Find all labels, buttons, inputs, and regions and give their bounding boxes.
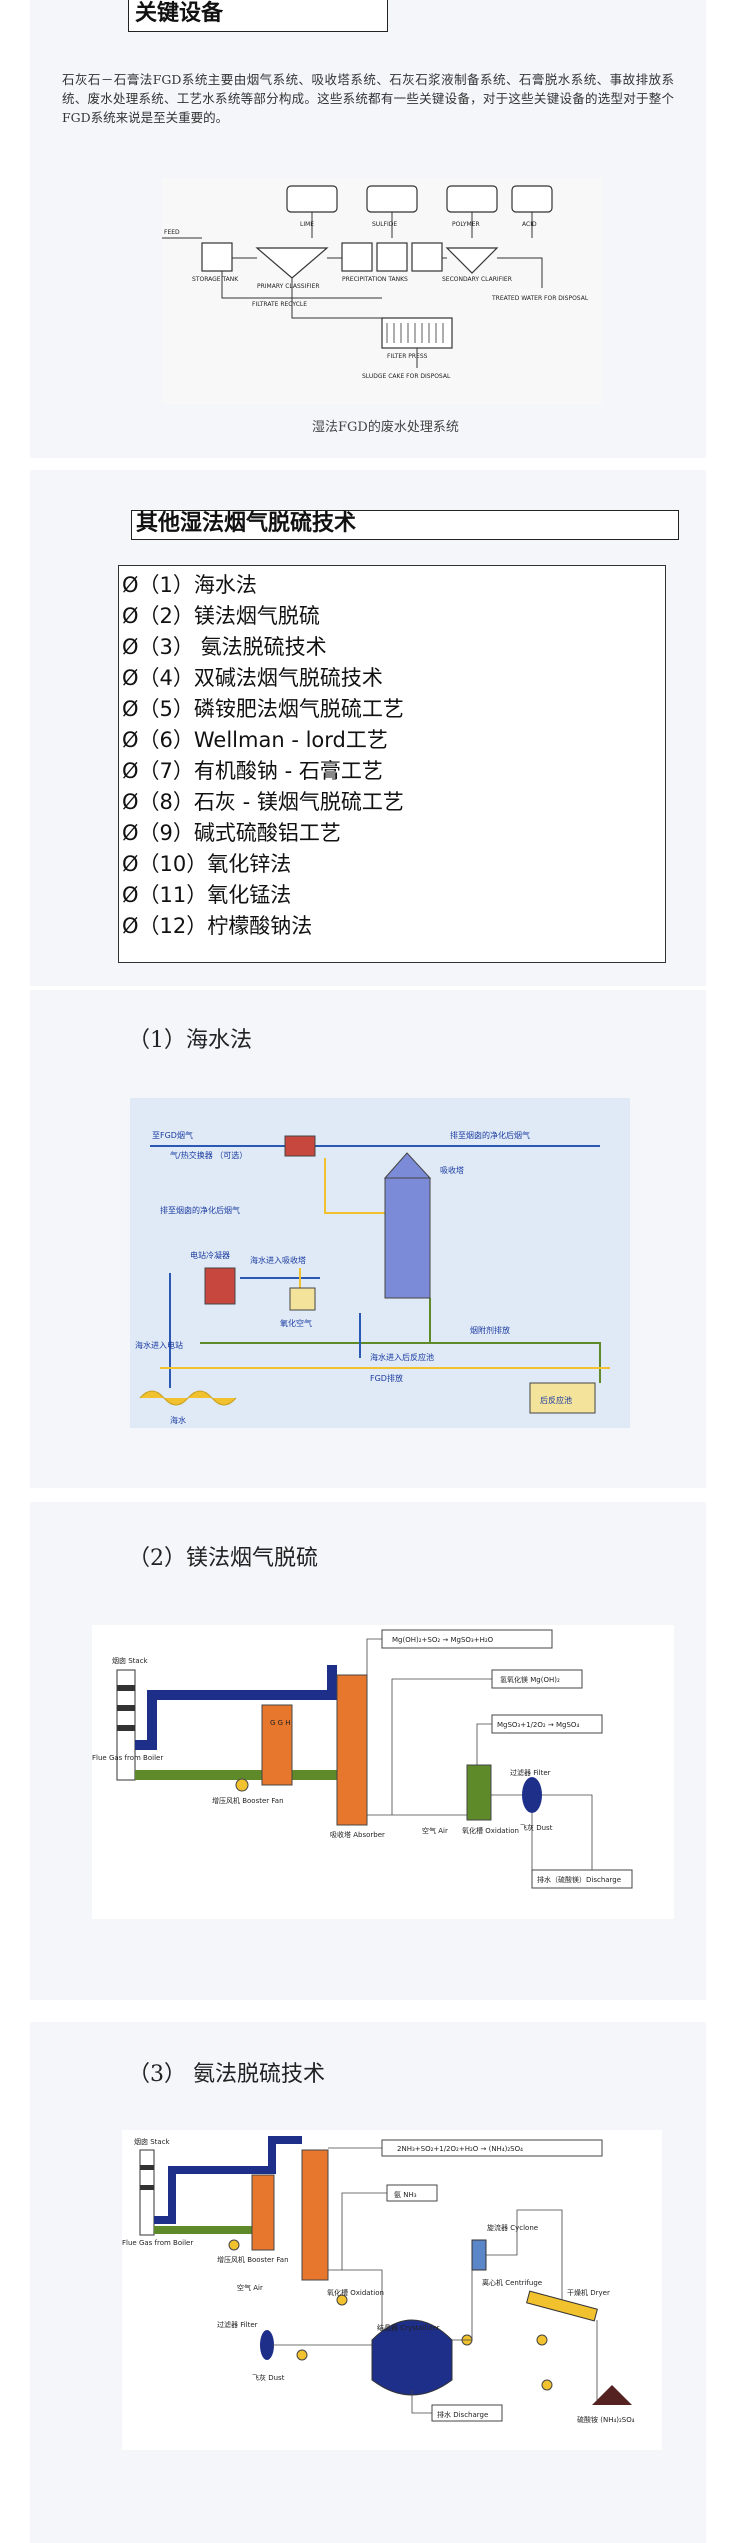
label-slurry: 氢氧化镁 Mg(OH)₂ [500,1675,560,1684]
label-product: 硫酸铵 (NH₄)₂SO₄ [577,2415,635,2424]
ggh-unit [284,1135,316,1157]
label-centrifuge: 离心机 Centrifuge [482,2278,542,2287]
list-item: Ø（1）海水法 [122,573,257,597]
label-to-chimney: 排至烟囱的净化后烟气 [450,1130,530,1140]
label-fgd-drain: FGD排放 [370,1373,403,1383]
wastewater-diagram-svg: LIME SULFIDE POLYMER ACID FEED STORAGE T… [162,185,589,380]
seawater-title: （1）海水法 [128,1028,252,1053]
label-oxidation-air: 氧化空气 [280,1318,312,1328]
diagram-caption: 湿法FGD的废水处理系统 [312,420,459,435]
label-ggh: G G H [270,1719,291,1727]
label-secondary-clarifier: SECONDARY CLARIFIER [442,276,512,283]
list-item: Ø（5）磷铵肥法烟气脱硫工艺 [122,697,404,721]
label-cyclone: 旋流器 Cyclone [487,2223,538,2232]
label-polymer: POLYMER [452,221,480,228]
label-primary-classifier: PRIMARY CLASSIFIER [257,283,320,290]
label-ggh: 气/热交换器 （可选） [170,1150,247,1160]
label-feed: FEED [164,229,180,236]
label-acid: ACID [522,221,537,228]
label-dryer: 干燥机 Dryer [567,2288,610,2297]
label-oxidation: 氧化槽 Oxidation [327,2288,384,2297]
crystallizer [371,2319,453,2396]
label-absorber: 吸收塔 [440,1165,464,1175]
absorber [336,1674,368,1826]
list-item: Ø（10）氧化锌法 [122,852,292,876]
seawater-diagram-svg: 至FGD烟气 气/热交换器 （可选） 排至烟囱的净化后烟气 吸收塔 排至烟囱的净… [135,1130,610,1425]
list-item: Ø（9）碱式硫酸铝工艺 [122,821,341,845]
label-eq1: Mg(OH)₂+SO₂ → MgSO₃+H₂O [392,1636,494,1644]
absorber [301,2149,329,2281]
label-discharge: 排水（硫酸镁）Discharge [537,1875,621,1884]
label-sulfide: SULFIDE [372,221,397,228]
magnesium-diagram: Mg(OH)₂+SO₂ → MgSO₃+H₂O 氢氧化镁 Mg(OH)₂ MgS… [92,1625,674,1919]
list-item: Ø（11）氧化锰法 [122,883,292,907]
label-seawater: 海水 [170,1415,186,1425]
heading-text: 关键设备 [135,1,224,26]
intro-paragraph: 石灰石－石膏法FGD系统主要由烟气系统、吸收塔系统、石灰石浆液制备系统、石膏脱水… [62,72,674,125]
list-item: Ø（7）有机酸钠 - 石膏工艺 [122,759,383,783]
label-flue-gas: Flue Gas from Boiler [122,2239,193,2247]
label-seawater-pool: 海水进入后反应池 [370,1352,434,1362]
list-item: Ø（12）柠檬酸钠法 [122,914,313,938]
ammonia-title: （3） 氨法脱硫技术 [128,2062,325,2087]
list-item: Ø（8）石灰 - 镁烟气脱硫工艺 [122,790,404,814]
techniques-list: Ø（1）海水法 Ø（2）镁法烟气脱硫 Ø（3） 氨法脱硫技术 Ø（4）双碱法烟气… [118,565,666,963]
label-clean-gas: 排至烟囱的净化后烟气 [160,1205,240,1215]
absorber-tower [384,1177,431,1299]
label-sludge-cake: SLUDGE CAKE FOR DISPOSAL [362,373,451,380]
label-dust: 飞灰 Dust [520,1823,553,1832]
list-item: Ø（3） 氨法脱硫技术 [122,635,327,659]
label-absorber: 吸收塔 Absorber [330,1830,385,1839]
list-item: Ø（6）Wellman - lord工艺 [122,728,388,752]
other-techniques-heading: 其他湿法烟气脱硫技术 [131,510,679,540]
label-drain: 烟附剂排放 [470,1325,510,1335]
label-filtrate-recycle: FILTRATE RECYCLE [252,301,307,308]
label-condenser: 电站冷凝器 [190,1250,230,1260]
label-fan: 增压风机 Booster Fan [217,2255,289,2264]
label-oxidation: 氧化槽 Oxidation [462,1826,519,1835]
label-air: 空气 Air [422,1826,448,1835]
label-filter: 过滤器 Filter [217,2320,258,2329]
key-equipment-heading: 关键设备 [128,0,388,32]
oxidation-tank [466,1764,492,1821]
label-nh3: 氨 NH₃ [394,2190,417,2199]
seawater-diagram: 至FGD烟气 气/热交换器 （可选） 排至烟囱的净化后烟气 吸收塔 排至烟囱的净… [130,1098,630,1428]
post-reaction-pool [529,1382,596,1414]
label-dust: 飞灰 Dust [252,2373,285,2382]
label-stack: 烟囱 Stack [112,1656,149,1665]
label-to-fgd: 至FGD烟气 [152,1130,193,1140]
label-filter-press: FILTER PRESS [387,353,428,360]
label-crystallizer: 结晶器 Crystallizer [377,2323,440,2332]
wastewater-diagram: LIME SULFIDE POLYMER ACID FEED STORAGE T… [162,178,602,404]
label-seawater-in: 海水进入吸收塔 [250,1255,306,1265]
label-flue-gas: Flue Gas from Boiler [92,1754,163,1762]
condenser-unit [204,1267,236,1305]
label-storage-tank: STORAGE TANK [192,276,239,283]
label-treated-water: TREATED WATER FOR DISPOSAL [491,295,589,302]
heading-text: 其他湿法烟气脱硫技术 [136,511,357,536]
ggh [251,2174,275,2251]
stack [139,2149,155,2236]
magnesium-title: （2）镁法烟气脱硫 [128,1546,318,1571]
label-inlet: 海水进入电站 [135,1340,183,1350]
label-fan: 增压风机 Booster Fan [212,1796,284,1805]
label-stack: 烟囱 Stack [134,2137,171,2146]
label-eq2: MgSO₃+1/2O₂ → MgSO₄ [497,1721,579,1729]
magnesium-diagram-svg: Mg(OH)₂+SO₂ → MgSO₃+H₂O 氢氧化镁 Mg(OH)₂ MgS… [92,1629,633,1889]
label-eq: 2NH₃+SO₂+1/2O₂+H₂O → (NH₄)₂SO₄ [397,2145,523,2153]
label-precipitation-tanks: PRECIPITATION TANKS [342,276,408,283]
ammonia-diagram: 2NH₃+SO₂+1/2O₂+H₂O → (NH₄)₂SO₄ 烟囱 Stack … [122,2130,662,2450]
label-discharge: 排水 Discharge [437,2410,488,2419]
ggh [261,1704,293,1786]
ammonia-diagram-svg: 2NH₃+SO₂+1/2O₂+H₂O → (NH₄)₂SO₄ 烟囱 Stack … [122,2136,635,2424]
label-filter: 过滤器 Filter [510,1768,551,1777]
list-item: Ø（4）双碱法烟气脱硫技术 [122,666,383,690]
label-post-pool: 后反应池 [540,1395,572,1405]
label-air: 空气 Air [237,2283,263,2292]
label-lime: LIME [300,221,314,228]
list-item: Ø（2）镁法烟气脱硫 [122,604,320,628]
